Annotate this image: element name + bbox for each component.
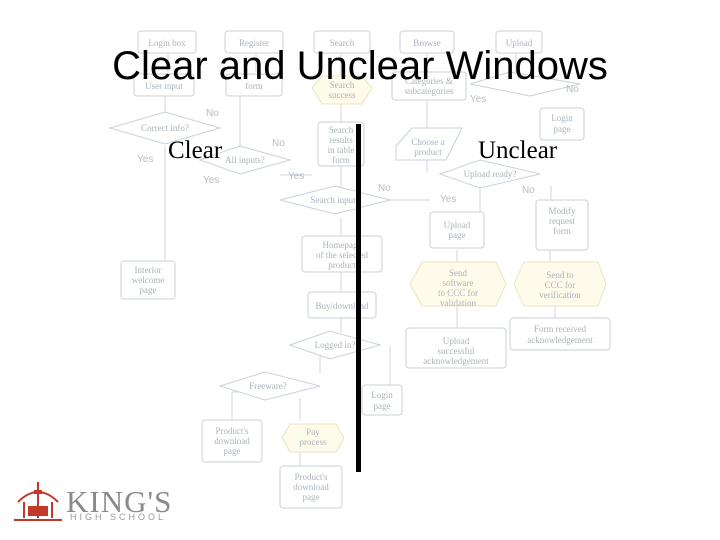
svg-text:to CCC for: to CCC for	[438, 288, 478, 298]
svg-text:No: No	[378, 183, 391, 194]
svg-text:product: product	[414, 147, 442, 157]
node-modify-request: Modify	[549, 206, 577, 216]
node-form: form	[245, 81, 263, 91]
node-login-page-1: Login	[551, 113, 573, 123]
clear-label: Clear	[168, 137, 223, 164]
node-interior-page: Interior	[135, 265, 162, 275]
svg-text:software: software	[443, 278, 474, 288]
svg-text:Yes: Yes	[137, 154, 153, 165]
svg-text:subcategories: subcategories	[405, 86, 454, 96]
svg-text:page: page	[140, 285, 157, 295]
node-user-input: User input	[145, 81, 183, 91]
node-upload-success: Upload	[443, 336, 470, 346]
svg-text:request: request	[549, 216, 575, 226]
svg-text:download: download	[293, 482, 329, 492]
node-choose-product: Choose a	[411, 137, 444, 147]
svg-text:CCC for: CCC for	[545, 280, 576, 290]
svg-text:Yes: Yes	[440, 194, 456, 205]
unclear-label: Unclear	[478, 137, 558, 164]
svg-text:No: No	[522, 185, 535, 196]
svg-text:No: No	[206, 108, 219, 119]
svg-text:product: product	[328, 260, 356, 270]
node-search: Search	[330, 38, 355, 48]
svg-text:Yes: Yes	[470, 94, 486, 105]
svg-text:No: No	[272, 138, 285, 149]
node-pay-process: Pay	[306, 427, 320, 437]
node-homepage-product: Homepage	[323, 240, 362, 250]
slide-title: Clear and Unclear Windows	[112, 44, 608, 88]
svg-text:page: page	[554, 124, 571, 134]
svg-text:validation: validation	[440, 298, 476, 308]
svg-text:successful: successful	[438, 346, 475, 356]
node-login-page-2: Login	[371, 390, 393, 400]
svg-text:acknowledgement: acknowledgement	[423, 356, 489, 366]
school-crest-icon	[14, 482, 62, 521]
node-all-inputs: All inputs?	[225, 155, 265, 165]
node-browse: Browse	[413, 38, 441, 48]
node-search-input: Search input?	[310, 195, 359, 205]
logo-subtitle: HIGH SCHOOL	[70, 512, 167, 522]
node-form-received: Form received	[534, 324, 587, 334]
node-products-download-2: Product's	[294, 472, 328, 482]
svg-text:process: process	[300, 437, 327, 447]
node-correct-info: Correct info?	[141, 123, 189, 133]
svg-text:page: page	[374, 401, 391, 411]
svg-text:of the selected: of the selected	[316, 250, 368, 260]
svg-text:in table: in table	[328, 145, 355, 155]
node-logged-in: Logged in?	[315, 340, 356, 350]
logo-name: KING'S	[66, 484, 173, 519]
svg-text:page: page	[303, 492, 320, 502]
svg-text:welcome: welcome	[132, 275, 164, 285]
svg-text:success: success	[329, 90, 356, 100]
svg-text:Yes: Yes	[203, 175, 219, 186]
svg-text:acknowledgement: acknowledgement	[527, 335, 593, 345]
svg-text:verification: verification	[539, 290, 581, 300]
svg-text:Yes: Yes	[288, 171, 304, 182]
svg-text:download: download	[214, 436, 250, 446]
node-search-success: Search	[330, 80, 355, 90]
divider-line	[356, 124, 361, 472]
node-products-download-1: Product's	[215, 426, 249, 436]
node-upload: Upload	[506, 38, 533, 48]
svg-text:form: form	[553, 226, 571, 236]
svg-text:form: form	[332, 155, 350, 165]
node-register: Register	[239, 38, 269, 48]
svg-text:page: page	[449, 230, 466, 240]
node-send-ccc: Send to	[546, 270, 574, 280]
node-upload-ready: Upload ready?	[464, 169, 517, 179]
svg-text:page: page	[224, 446, 241, 456]
svg-text:No: No	[566, 84, 579, 95]
node-upload-page: Upload	[444, 220, 471, 230]
node-freeware: Freeware?	[249, 381, 286, 391]
node-search-results: Search	[329, 125, 354, 135]
node-login-box: Login box	[148, 38, 186, 48]
node-send-software: Send	[449, 268, 468, 278]
svg-text:results: results	[329, 135, 353, 145]
node-categories: Categories &	[405, 76, 453, 86]
node-buy-download: Buy/download	[316, 301, 369, 311]
